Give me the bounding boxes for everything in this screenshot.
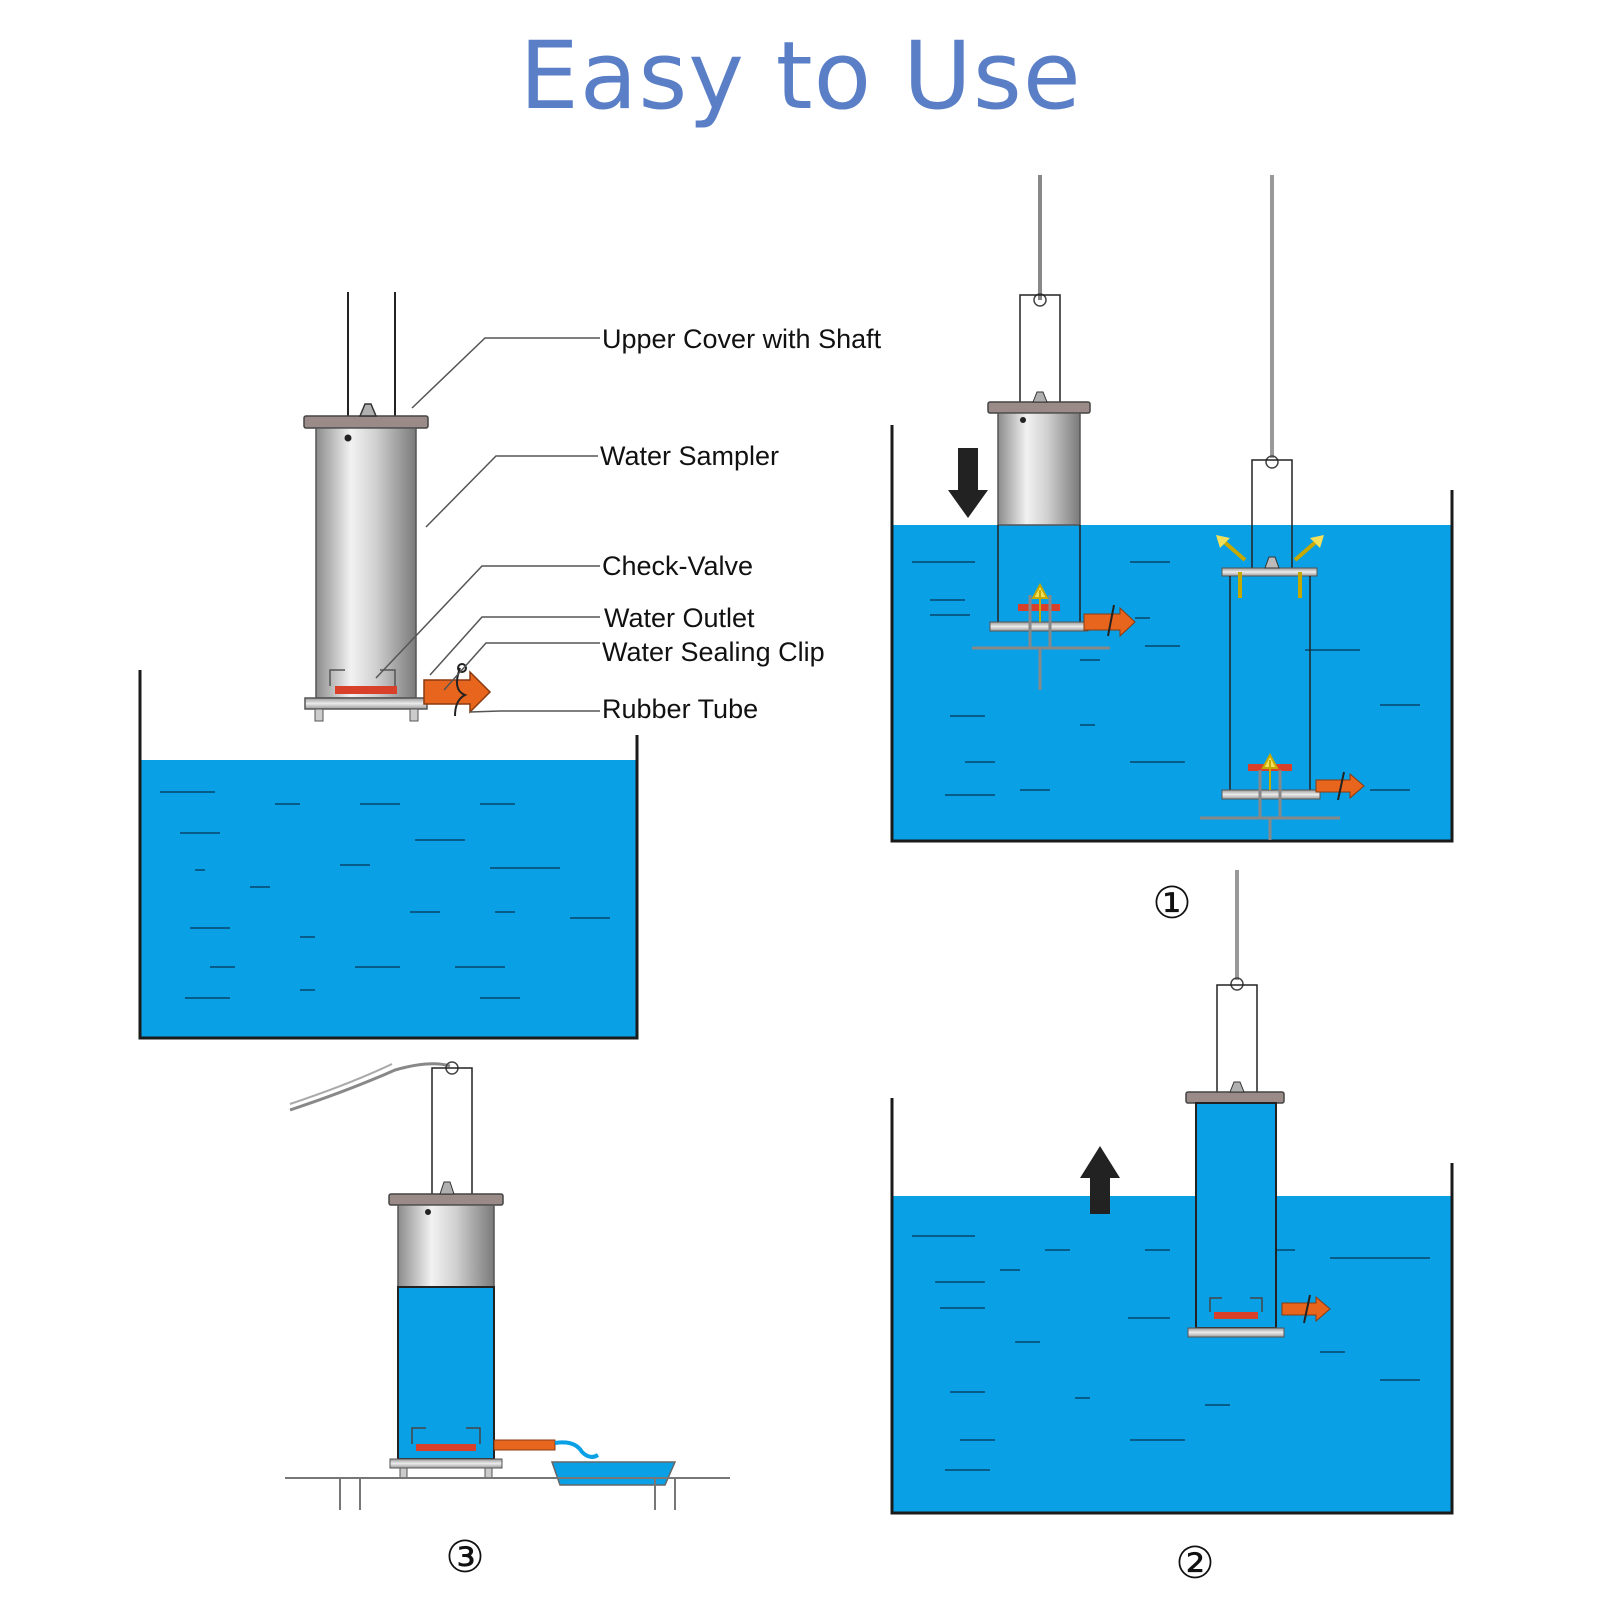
step2-diagram: ② <box>890 870 1454 1589</box>
label-water-outlet: Water Outlet <box>604 603 755 633</box>
arrow-down-icon <box>948 448 988 518</box>
tank-left <box>138 670 639 1040</box>
labeled-sampler-diagram: Upper Cover with Shaft Water Sampler Che… <box>138 292 882 1040</box>
label-upper-cover: Upper Cover with Shaft <box>602 324 882 354</box>
label-sealing-clip: Water Sealing Clip <box>602 637 825 667</box>
step-number-3: ③ <box>445 1532 484 1583</box>
label-water-sampler: Water Sampler <box>600 441 779 471</box>
label-rubber-tube: Rubber Tube <box>602 694 758 724</box>
step-number-1: ① <box>1152 878 1191 929</box>
rubber-tube <box>423 663 492 717</box>
page-title: Easy to Use <box>519 22 1082 131</box>
step3-diagram: ③ <box>285 1061 730 1583</box>
arrow-up-icon <box>1080 1146 1120 1214</box>
step-number-2: ② <box>1175 1538 1214 1589</box>
water-sampler-body <box>303 403 429 722</box>
step1-diagram: ① <box>890 175 1454 929</box>
label-check-valve: Check-Valve <box>602 551 753 581</box>
